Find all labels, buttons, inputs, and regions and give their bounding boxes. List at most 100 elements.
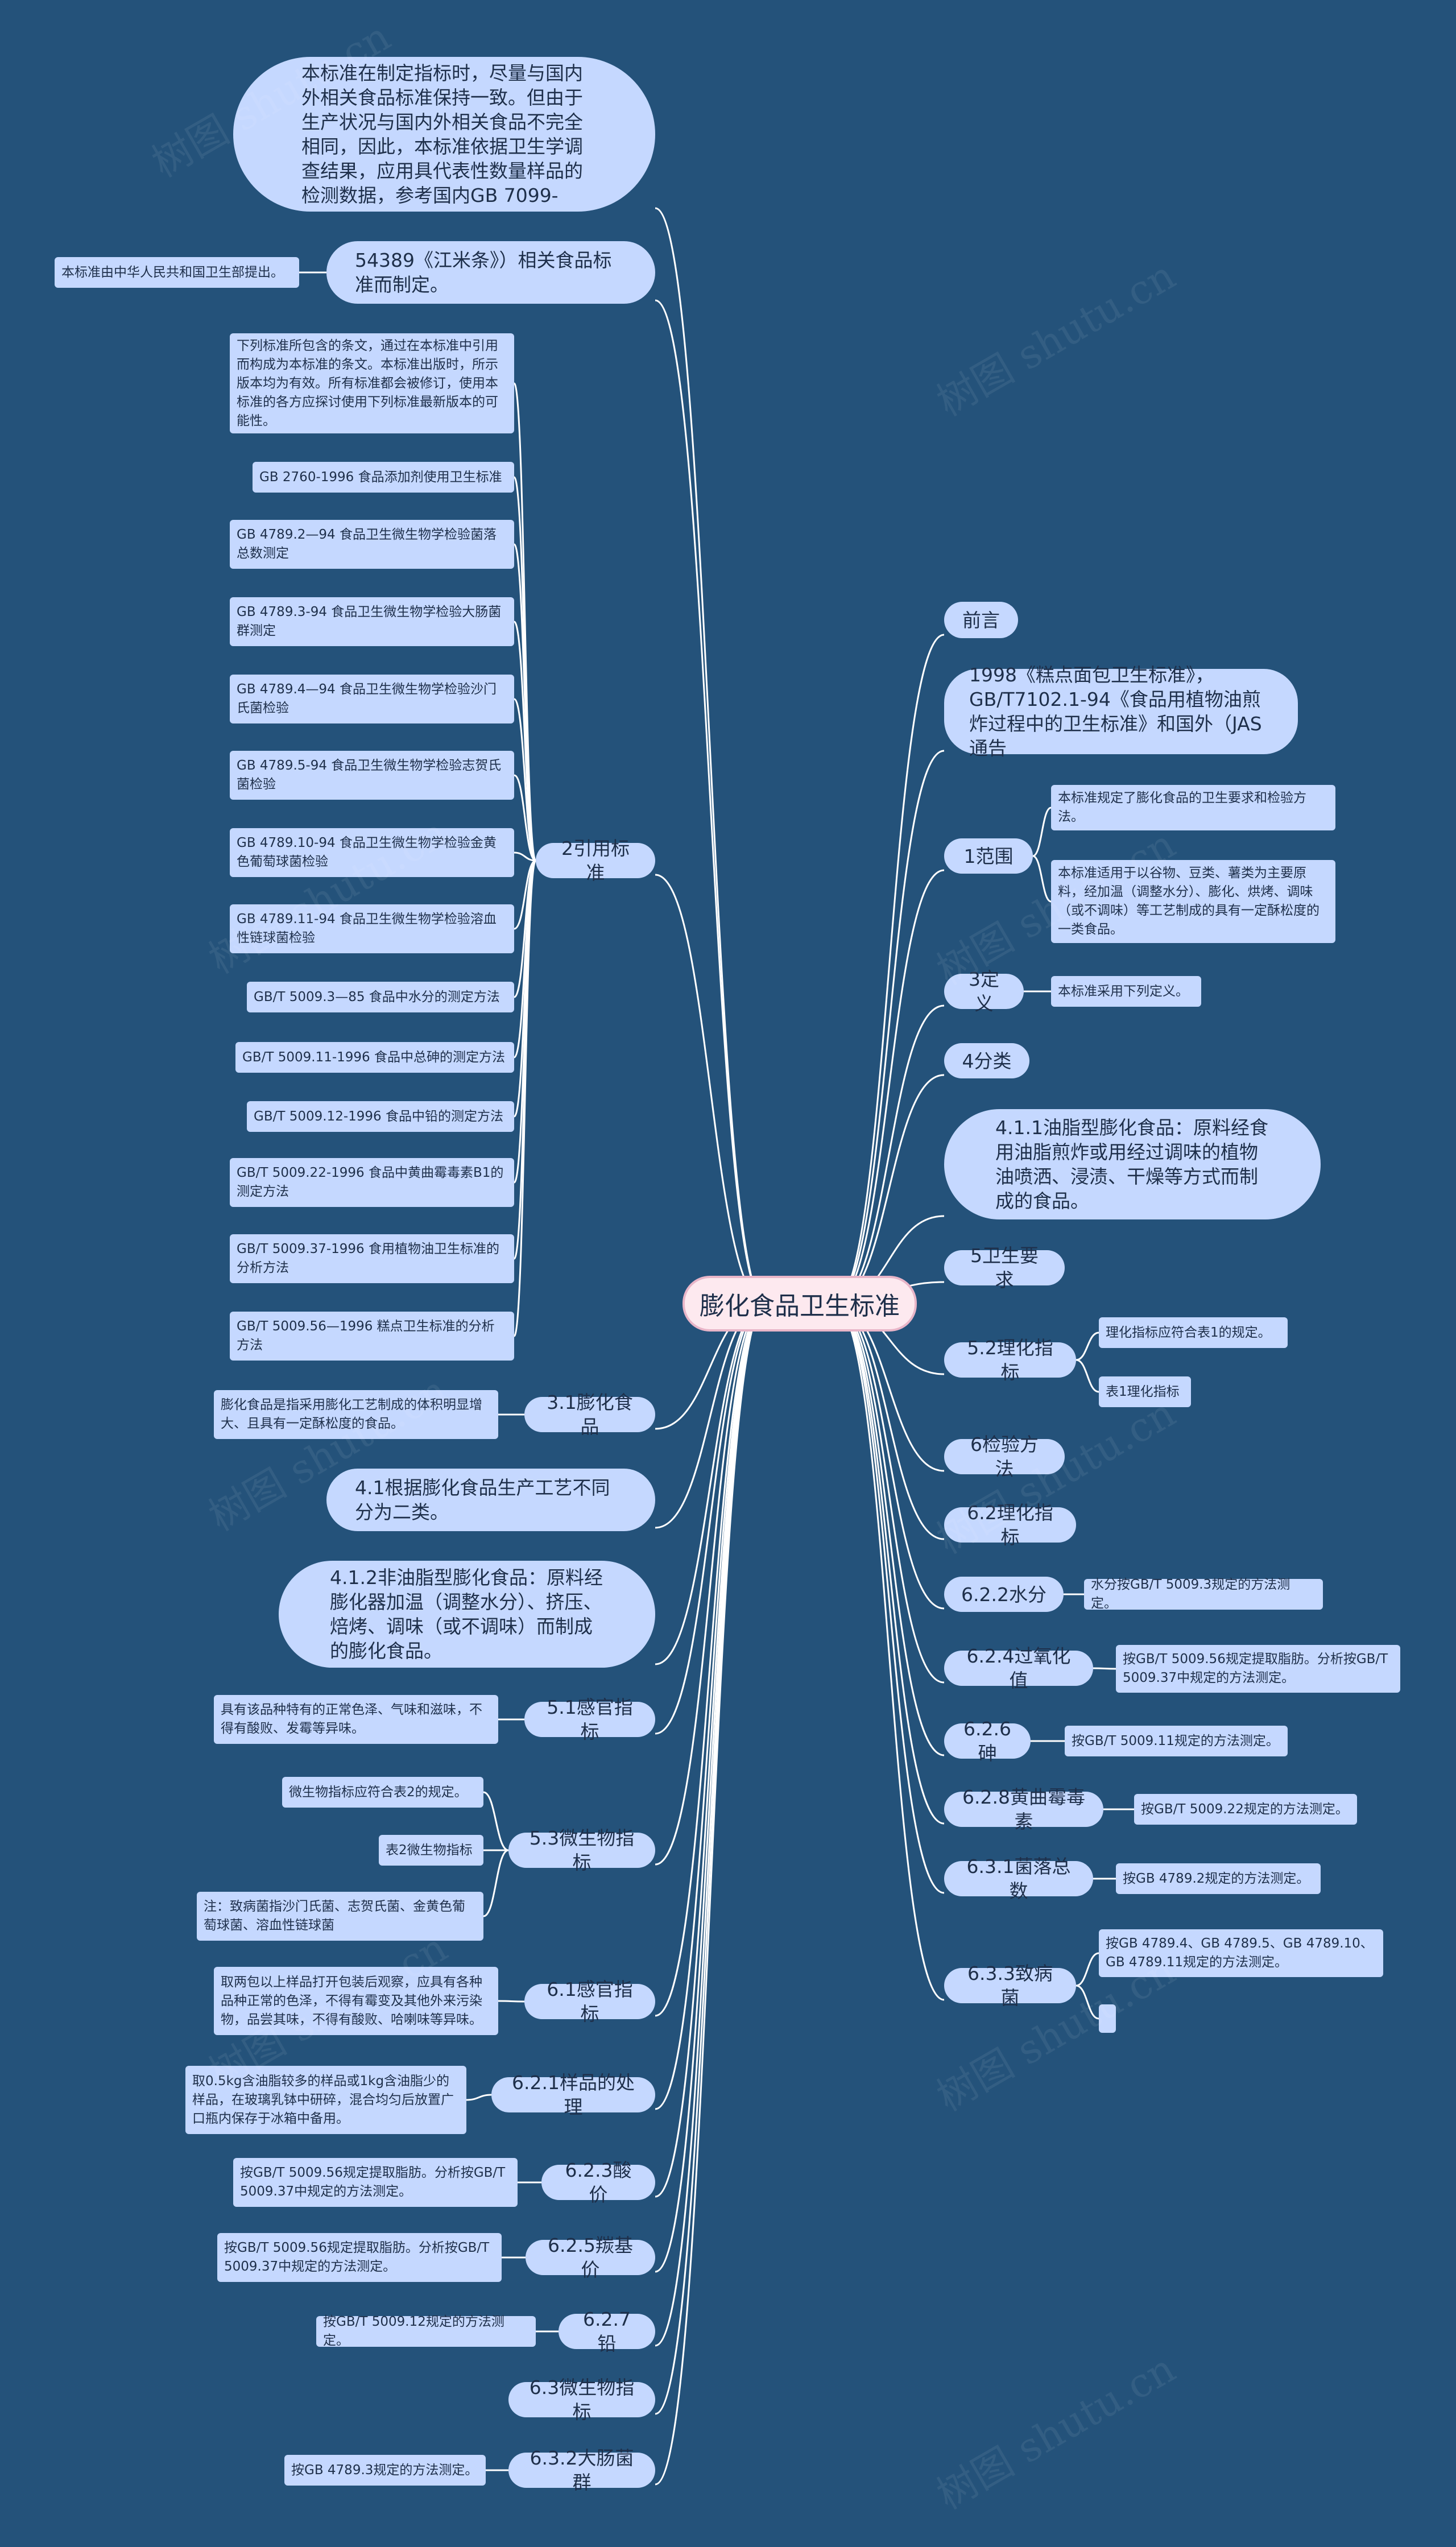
leaf-6-1-0[interactable]: 取两包以上样品打开包装后观察，应具有各种品种正常的色泽，不得有霉变及其他外来污染…	[214, 1967, 498, 2035]
leaf-6-2-5-0[interactable]: 按GB/T 5009.56规定提取脂肪。分析按GB/T 5009.37中规定的方…	[217, 2233, 502, 2282]
topic-ref-1998[interactable]: 1998《糕点面包卫生标准》，GB/T7102.1-94《食品用植物油煎炸过程中…	[944, 664, 1298, 759]
leaf-connector	[513, 621, 537, 862]
leaf-6-2-3-0[interactable]: 按GB/T 5009.56规定提取脂肪。分析按GB/T 5009.37中规定的方…	[233, 2158, 518, 2207]
leaf-yinyong-13[interactable]: GB/T 5009.56—1996 糕点卫生标准的分析方法	[230, 1312, 514, 1361]
topic-5-3[interactable]: 5.3微生物指标	[508, 1827, 655, 1874]
leaf-5-3-0[interactable]: 微生物指标应符合表2的规定。	[282, 1777, 483, 1808]
leaf-yinyong-5[interactable]: GB 4789.5-94 食品卫生微生物学检验志贺氏菌检验	[230, 751, 514, 800]
leaf-connector	[513, 543, 537, 862]
topic-fenlei[interactable]: 4分类	[944, 1043, 1029, 1078]
leaf-5-1-0[interactable]: 具有该品种特有的正常色泽、气味和滋味，不得有酸败、发霉等异味。	[214, 1695, 498, 1744]
leaf-yinyong-9[interactable]: GB/T 5009.11-1996 食品中总砷的测定方法	[235, 1042, 514, 1073]
topic-6-2-7[interactable]: 6.2.7铅	[559, 2308, 655, 2355]
branch-connector	[655, 1303, 766, 2110]
topic-weisheng[interactable]: 5卫生要求	[944, 1244, 1065, 1291]
leaf-connector	[1093, 1667, 1116, 1670]
branch-connector	[655, 1303, 766, 2017]
leaf-6-3-3-0[interactable]: 按GB 4789.4、GB 4789.5、GB 4789.10、GB 4789.…	[1099, 1929, 1383, 1977]
topic-jianyan[interactable]: 6检验方法	[944, 1433, 1065, 1480]
branch-connector	[833, 1074, 945, 1305]
topic-4-1[interactable]: 4.1根据膨化食品生产工艺不同分为二类。	[326, 1469, 655, 1531]
leaf-6-2-8-0[interactable]: 按GB/T 5009.22规定的方法测定。	[1134, 1794, 1357, 1825]
leaf-yinyong-1[interactable]: GB 2760-1996 食品添加剂使用卫生标准	[253, 462, 514, 493]
branch-connector	[655, 1303, 766, 2198]
leaf-6-3-1-0[interactable]: 按GB 4789.2规定的方法测定。	[1116, 1863, 1321, 1894]
leaf-connector	[1032, 807, 1052, 857]
leaf-6-2-2-0[interactable]: 水分按GB/T 5009.3规定的方法测定。	[1084, 1577, 1323, 1611]
topic-6-3[interactable]: 6.3微生物指标	[508, 2376, 655, 2423]
leaf-connector	[466, 2094, 492, 2101]
leaf-5-2-0[interactable]: 理化指标应符合表1的规定。	[1099, 1317, 1288, 1348]
leaf-5-3-2[interactable]: 注：致病菌指沙门氏菌、志贺氏菌、金黄色葡萄球菌、溶血性链球菌	[197, 1892, 483, 1941]
leaf-yinyong-8[interactable]: GB/T 5009.3—85 食品中水分的测定方法	[247, 982, 514, 1012]
branch-connector	[833, 634, 945, 1305]
leaf-6-2-6-0[interactable]: 按GB/T 5009.11规定的方法测定。	[1065, 1726, 1288, 1756]
root-topic[interactable]: 膨化食品卫生标准	[682, 1276, 917, 1332]
topic-6-3-2[interactable]: 6.3.2大肠菌群	[508, 2447, 655, 2494]
leaf-fanwei-0[interactable]: 本标准规定了膨化食品的卫生要求和检验方法。	[1051, 785, 1335, 830]
branch-connector	[833, 1303, 945, 1684]
topic-4-1-1[interactable]: 4.1.1油脂型膨化食品：原料经食用油脂煎炸或用经过调味的植物油喷洒、浸渍、干燥…	[944, 1109, 1321, 1219]
topic-3-1[interactable]: 3.1膨化食品	[524, 1391, 655, 1438]
branch-connector	[655, 1303, 766, 2273]
leaf-yinyong-4[interactable]: GB 4789.4—94 食品卫生微生物学检验沙门氏菌检验	[230, 675, 514, 723]
leaf-6-2-1-0[interactable]: 取0.5kg含油脂较多的样品或1kg含油脂少的样品，在玻璃乳钵中研碎，混合均匀后…	[185, 2066, 466, 2134]
branch-connector	[833, 869, 945, 1305]
leaf-yinyong-3[interactable]: GB 4789.3-94 食品卫生微生物学检验大肠菌群测定	[230, 597, 514, 646]
leaf-connector	[513, 859, 537, 1059]
leaf-connector	[514, 774, 536, 862]
topic-qianyan[interactable]: 前言	[944, 602, 1018, 638]
leaf-6-3-3-1[interactable]	[1099, 2004, 1116, 2033]
leaf-yinyong-12[interactable]: GB/T 5009.37-1996 食用植物油卫生标准的分析方法	[230, 1234, 514, 1283]
topic-6-3-3[interactable]: 6.3.3致病菌	[944, 1962, 1076, 2009]
leaf-yinyong-6[interactable]: GB 4789.10-94 食品卫生微生物学检验金黄色葡萄球菌检验	[230, 828, 514, 877]
leaf-5-3-1[interactable]: 表2微生物指标	[379, 1835, 483, 1866]
leaf-connector	[483, 1791, 509, 1851]
branch-connector	[655, 1303, 766, 1665]
leaf-yinyong-7[interactable]: GB 4789.11-94 食品卫生微生物学检验溶血性链球菌检验	[230, 904, 514, 953]
branch-connector	[833, 1303, 945, 1756]
leaf-yinyong-2[interactable]: GB 4789.2—94 食品卫生微生物学检验菌落总数测定	[230, 520, 514, 569]
leaf-6-3-2-0[interactable]: 按GB 4789.3规定的方法测定。	[284, 2455, 486, 2486]
branch-connector	[655, 1303, 766, 2486]
leaf-jas-ref-0[interactable]: 本标准由中华人民共和国卫生部提出。	[55, 257, 299, 288]
topic-6-1[interactable]: 6.1感官指标	[524, 1978, 655, 2025]
leaf-connector	[1076, 1332, 1099, 1361]
leaf-5-2-1[interactable]: 表1理化指标	[1099, 1376, 1191, 1407]
topic-5-2[interactable]: 5.2理化指标	[944, 1337, 1076, 1383]
branch-connector	[833, 1303, 945, 1610]
leaf-3-1-0[interactable]: 膨化食品是指采用膨化工艺制成的体积明显增大、且具有一定酥松度的食品。	[214, 1390, 498, 1439]
topic-dingyi[interactable]: 3定义	[944, 968, 1024, 1015]
topic-jas-ref[interactable]: 54389《江米条》）相关食品标准而制定。	[326, 241, 655, 304]
topic-fanwei[interactable]: 1范围	[944, 838, 1033, 874]
topic-qianyan-content[interactable]: 本标准在制定指标时，尽量与国内外相关食品标准保持一致。但由于生产状况与国内外相关…	[233, 57, 655, 212]
leaf-6-2-7-0[interactable]: 按GB/T 5009.12规定的方法测定。	[316, 2314, 536, 2348]
branch-connector	[833, 1303, 945, 1540]
topic-yinyong[interactable]: 2引用标准	[536, 837, 655, 884]
branch-connector	[833, 1004, 945, 1305]
branch-connector	[655, 1303, 766, 1866]
topic-6-2-5[interactable]: 6.2.5羰基价	[526, 2234, 655, 2281]
topic-6-2-1[interactable]: 6.2.1样品的处理	[491, 2071, 655, 2118]
leaf-connector	[513, 698, 537, 862]
topic-6-3-1[interactable]: 6.3.1菌落总数	[944, 1855, 1093, 1902]
leaf-fanwei-1[interactable]: 本标准适用于以谷物、豆类、薯类为主要原料，经加温（调整水分）、膨化、烘烤、调味（…	[1051, 860, 1335, 943]
topic-5-1[interactable]: 5.1感官指标	[524, 1696, 655, 1743]
leaf-connector	[513, 382, 537, 862]
leaf-dingyi-0[interactable]: 本标准采用下列定义。	[1051, 976, 1201, 1007]
leaf-yinyong-10[interactable]: GB/T 5009.12-1996 食品中铅的测定方法	[247, 1101, 514, 1132]
topic-6-2-4[interactable]: 6.2.4过氧化值	[944, 1645, 1093, 1692]
topic-6-2-8[interactable]: 6.2.8黄曲霉毒素	[944, 1786, 1103, 1833]
leaf-connector	[513, 859, 537, 1260]
topic-6-2-3[interactable]: 6.2.3酸价	[541, 2159, 655, 2206]
watermark: 树图 shutu.cn	[929, 2345, 1183, 2519]
leaf-yinyong-0[interactable]: 下列标准所包含的条文，通过在本标准中引用而构成为本标准的条文。本标准出版时，所示…	[230, 333, 514, 433]
topic-4-1-2[interactable]: 4.1.2非油脂型膨化食品：原料经膨化器加温（调整水分）、挤压、焙烤、调味（或不…	[279, 1561, 655, 1668]
leaf-6-2-4-0[interactable]: 按GB/T 5009.56规定提取脂肪。分析按GB/T 5009.37中规定的方…	[1116, 1645, 1400, 1693]
topic-6-2-6[interactable]: 6.2.6砷	[944, 1718, 1031, 1764]
branch-connector	[833, 1303, 945, 1894]
leaf-connector	[513, 859, 537, 1337]
leaf-yinyong-11[interactable]: GB/T 5009.22-1996 食品中黄曲霉毒素B1的测定方法	[230, 1158, 514, 1207]
topic-6-2-2[interactable]: 6.2.2水分	[944, 1577, 1064, 1612]
